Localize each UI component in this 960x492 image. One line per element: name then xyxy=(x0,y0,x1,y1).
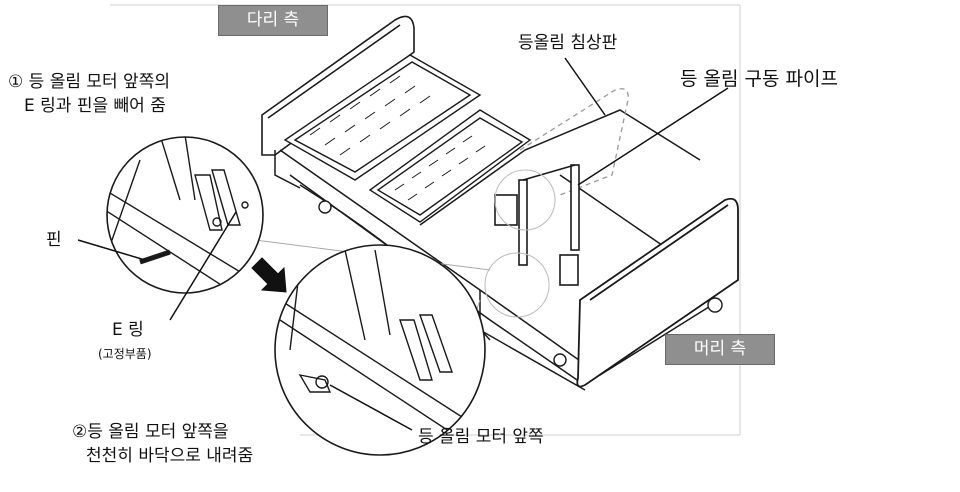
head-side-tag: 머리 측 xyxy=(665,334,775,365)
pin-label: 핀 xyxy=(46,230,62,250)
seat-deck xyxy=(368,109,532,223)
leg-side-tag: 다리 측 xyxy=(218,5,328,36)
detail-circle-1 xyxy=(106,136,264,294)
motor-front-label: 등 올림 모터 앞쪽 xyxy=(418,427,544,447)
step1-line1: ① 등 올림 모터 앞쪽의 xyxy=(8,72,170,92)
back-board-dashed xyxy=(519,88,629,196)
step1-line2: E 링과 핀을 빼어 줌 xyxy=(24,96,166,116)
ering-sub-label: (고정부품) xyxy=(98,347,152,361)
step2-line2: 천천히 바닥으로 내려줌 xyxy=(86,446,254,466)
back-board-label: 등올림 침상판 xyxy=(518,33,618,53)
drive-pipe-label: 등 올림 구동 파이프 xyxy=(680,68,838,90)
seat-deck-slots xyxy=(394,135,486,201)
drive-pipe xyxy=(494,164,580,286)
detail-circle-2 xyxy=(274,244,486,456)
leg-deck xyxy=(283,54,482,181)
step2-line1: ②등 올림 모터 앞쪽을 xyxy=(72,422,229,442)
leg-deck-slots xyxy=(309,75,431,156)
move-arrow xyxy=(251,257,287,293)
head-board xyxy=(576,197,739,388)
ering-label: E 링 xyxy=(112,320,144,340)
callout-lines xyxy=(77,57,729,431)
